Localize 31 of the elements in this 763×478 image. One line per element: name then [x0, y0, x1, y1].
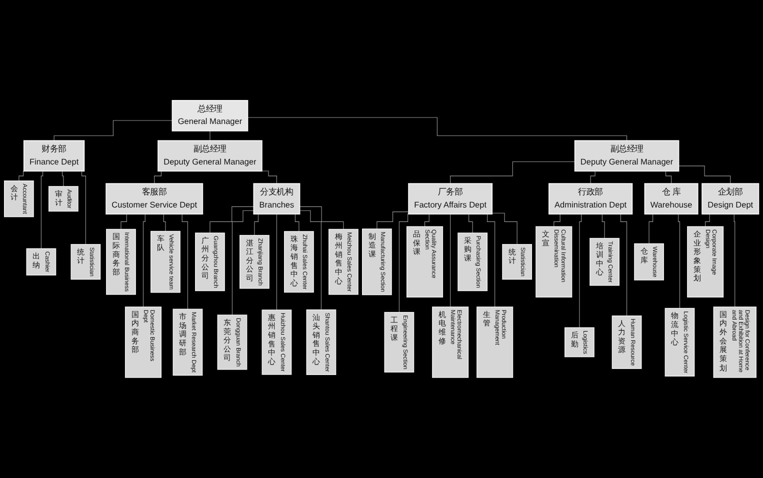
node-box: 仓 库 Warehouse [644, 183, 698, 214]
connector [142, 214, 148, 308]
connector [232, 210, 254, 316]
connector [60, 170, 64, 187]
connector [676, 214, 680, 309]
connector [376, 212, 409, 230]
node-box: 总经理 General Manager [172, 100, 248, 132]
connector [600, 214, 605, 239]
node-box: 财务部 Finance Dept [23, 140, 85, 172]
connector [276, 214, 277, 310]
node-box: 副总经理 Deputy General Manager [574, 140, 680, 172]
connector [733, 214, 736, 308]
connector [260, 170, 277, 184]
connector [247, 117, 628, 141]
connector [299, 210, 322, 310]
connector [40, 170, 45, 249]
node-box: 副总经理 Deputy General Manager [158, 140, 262, 172]
connector [161, 214, 166, 232]
connector [54, 120, 173, 141]
node-box: 厂务部 Factory Affairs Dept [408, 183, 493, 214]
node-box: 行政部 Administration Dept [548, 183, 633, 214]
connector [450, 162, 576, 184]
connector [210, 206, 254, 234]
connector [678, 166, 731, 184]
node-box: 客服部 Customer Service Dept [106, 183, 204, 214]
connector [450, 214, 451, 308]
node-box: 企划部 Design Dept [702, 183, 760, 214]
connector [299, 206, 344, 230]
connector [579, 214, 584, 328]
connector [492, 212, 518, 245]
node-box: 分支机构 Branches [253, 183, 300, 214]
